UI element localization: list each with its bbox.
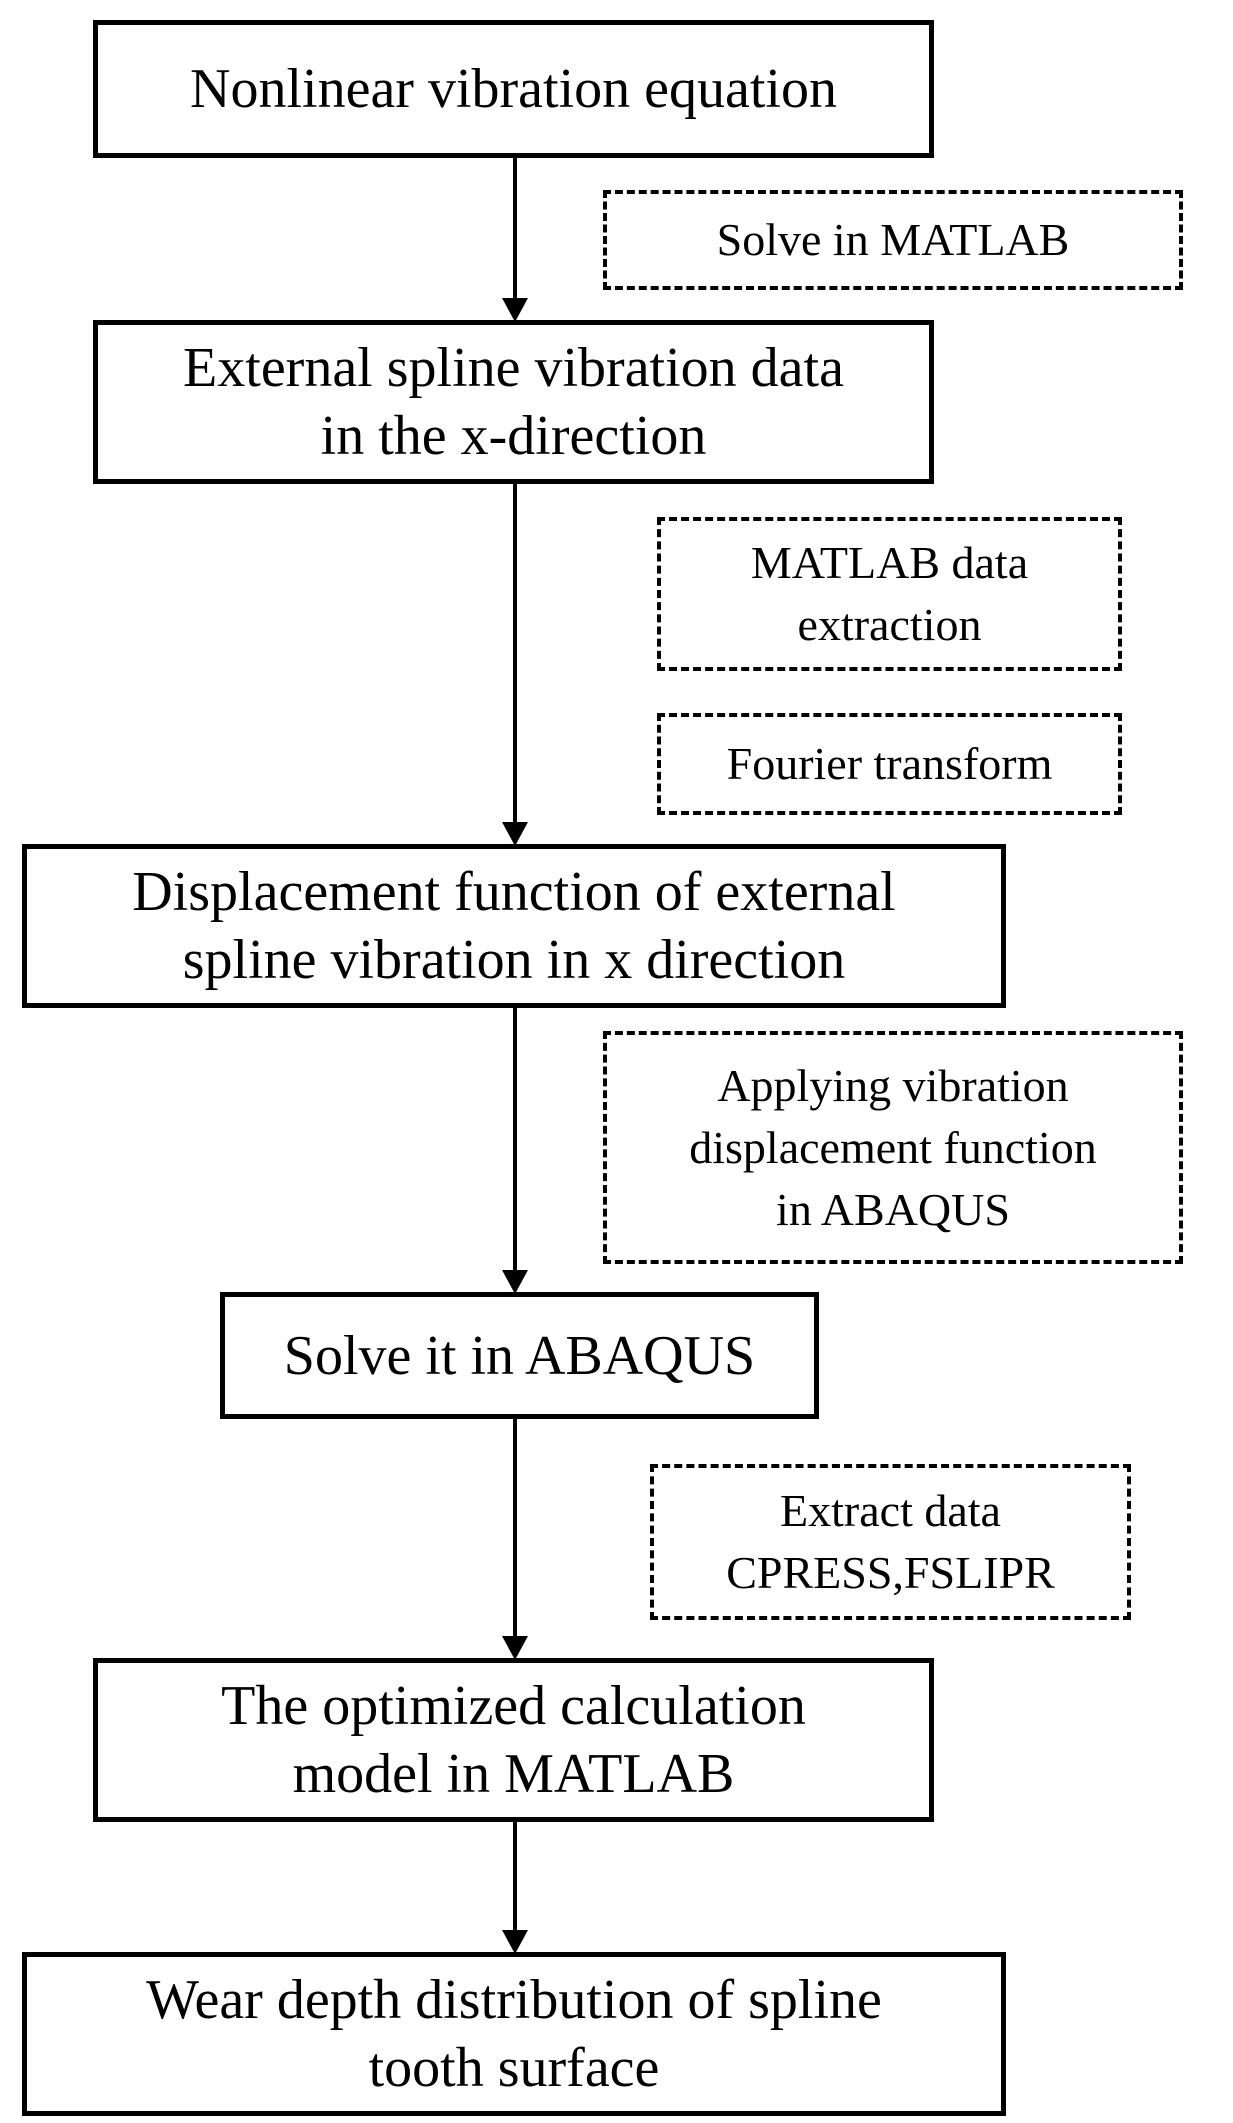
arrow-2-head <box>502 822 528 846</box>
note-5-line-1: Extract data <box>780 1485 1001 1536</box>
arrow-4-head <box>502 1636 528 1660</box>
step-6-line-1: Wear depth distribution of spline <box>146 1969 882 2031</box>
note-matlab-data-extraction: MATLAB data extraction <box>657 517 1122 671</box>
arrow-5-head <box>502 1930 528 1954</box>
step-wear-depth-distribution: Wear depth distribution of spline tooth … <box>22 1952 1006 2116</box>
step-2-line-2: in the x-direction <box>320 405 707 467</box>
step-2-line-1: External spline vibration data <box>183 337 844 399</box>
step-nonlinear-vibration-equation: Nonlinear vibration equation <box>93 20 934 158</box>
note-4-line-3: in ABAQUS <box>776 1183 1010 1235</box>
step-3-line-1: Displacement function of external <box>132 861 896 923</box>
note-1-line-1: Solve in MATLAB <box>716 214 1070 265</box>
note-4-line-2: displacement function <box>689 1121 1097 1173</box>
note-fourier-transform: Fourier transform <box>657 713 1122 815</box>
note-solve-in-matlab: Solve in MATLAB <box>603 190 1183 290</box>
step-4-line-1: Solve it in ABAQUS <box>283 1324 756 1387</box>
arrow-1-head <box>502 298 528 322</box>
step-5-line-1: The optimized calculation <box>221 1675 806 1737</box>
note-2-line-2: extraction <box>797 599 982 650</box>
note-5-line-2: CPRESS,FSLIPR <box>726 1547 1055 1598</box>
note-extract-data-cpress-fslipr: Extract data CPRESS,FSLIPR <box>650 1464 1131 1620</box>
step-5-line-2: model in MATLAB <box>292 1743 735 1805</box>
step-6-line-2: tooth surface <box>368 2037 660 2099</box>
arrow-3-head <box>502 1270 528 1294</box>
note-3-line-1: Fourier transform <box>726 738 1053 789</box>
step-displacement-function: Displacement function of external spline… <box>22 844 1006 1008</box>
step-3-line-2: spline vibration in x direction <box>182 929 846 991</box>
step-external-spline-vibration-data: External spline vibration data in the x-… <box>93 320 934 484</box>
step-1-line-1: Nonlinear vibration equation <box>190 58 837 120</box>
note-4-line-1: Applying vibration <box>717 1059 1069 1111</box>
note-2-line-1: MATLAB data <box>750 537 1029 588</box>
step-solve-in-abaqus: Solve it in ABAQUS <box>220 1292 819 1419</box>
note-applying-vibration-displacement: Applying vibration displacement function… <box>603 1031 1183 1264</box>
step-optimized-calculation-model: The optimized calculation model in MATLA… <box>93 1658 934 1822</box>
